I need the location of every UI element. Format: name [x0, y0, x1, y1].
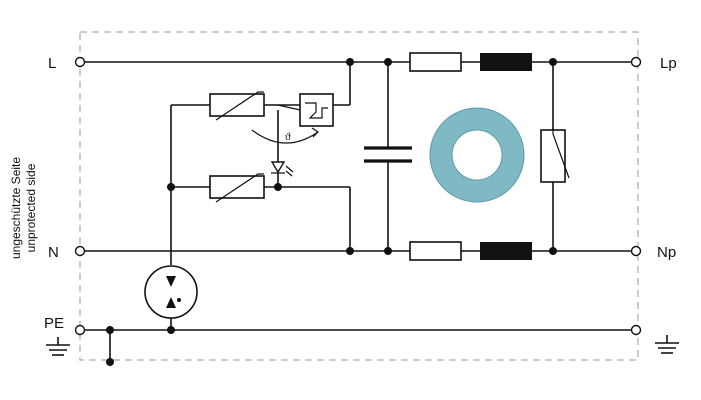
toroid-core-icon: [429, 107, 525, 203]
terminal-np: [630, 245, 642, 257]
terminal-pe-right: [630, 324, 642, 336]
terminal-lp: [630, 56, 642, 68]
terminal-label-np: Np: [657, 244, 676, 261]
capacitor-icon: [364, 146, 412, 163]
resistor-icon: [409, 52, 462, 72]
side-label-german: ungeschützte Seite: [9, 157, 23, 259]
varistor-icon: [209, 173, 265, 203]
terminal-label-lp: Lp: [660, 55, 677, 72]
varistor-icon: [209, 91, 265, 121]
junction-dots: [106, 58, 557, 366]
unprotected-side-label: ungeschützte Seite unprotected side: [9, 157, 38, 259]
choke-icon: [480, 53, 532, 71]
terminal-label-l: L: [48, 55, 56, 72]
resistor-icon: [409, 241, 462, 261]
terminal-pe: [74, 324, 86, 336]
terminal-label-n: N: [48, 244, 59, 261]
terminal-n: [74, 245, 86, 257]
gas-discharge-tube-icon: [144, 265, 198, 319]
terminal-label-pe: PE: [44, 315, 64, 332]
thermal-disconnect-icon: ϑ: [251, 93, 334, 187]
earth-ground-icon: [46, 337, 70, 356]
svg-text:ϑ: ϑ: [285, 131, 291, 143]
varistor-icon: [540, 128, 570, 183]
earth-ground-icon: [655, 335, 679, 354]
side-label-english: unprotected side: [24, 163, 38, 252]
terminal-l: [74, 56, 86, 68]
status-led-icon: [270, 161, 294, 177]
device-housing-outline: [79, 31, 639, 361]
choke-icon: [480, 242, 532, 260]
